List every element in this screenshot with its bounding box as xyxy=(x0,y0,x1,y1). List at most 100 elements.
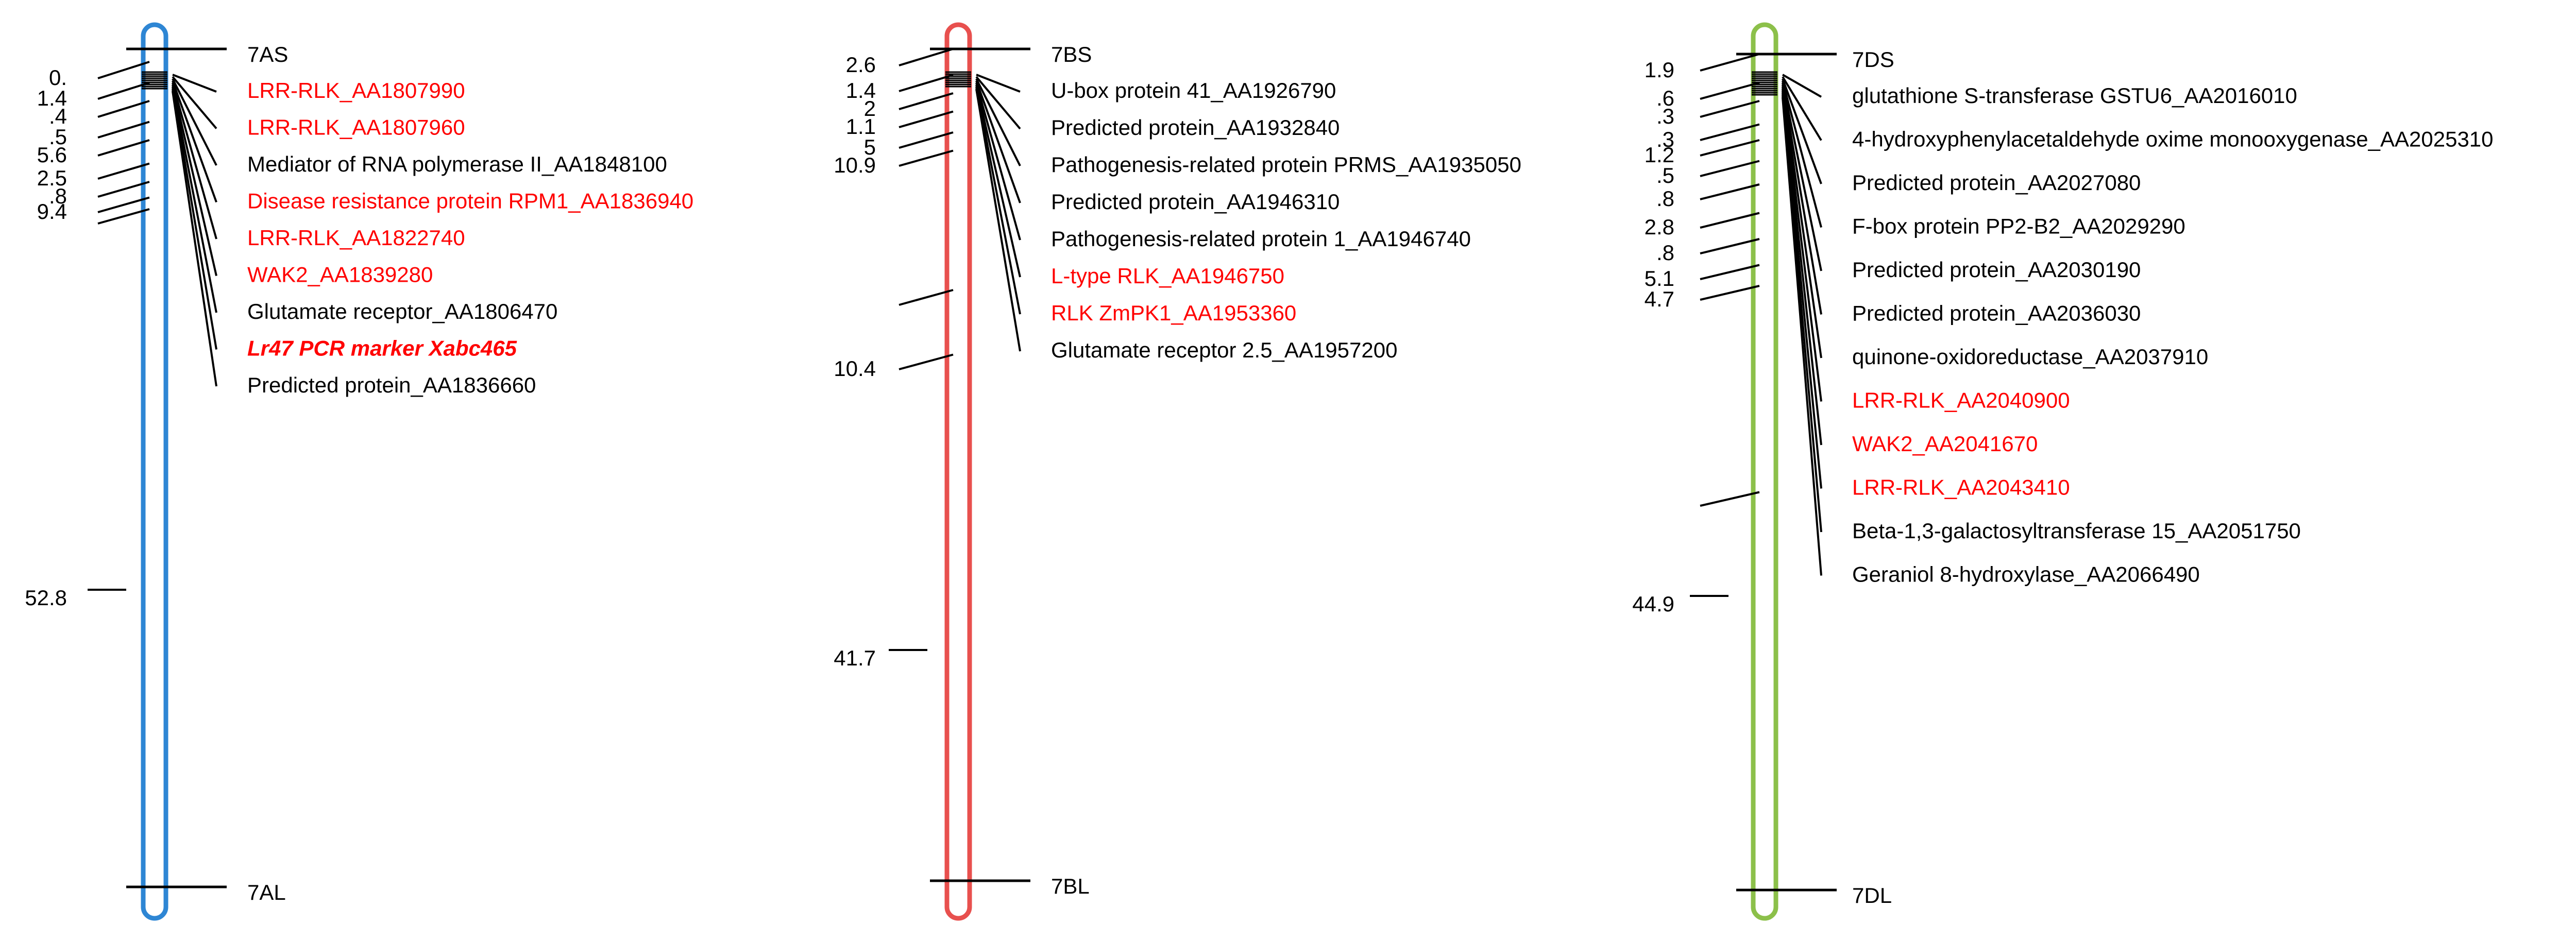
marker-7d-left-connector xyxy=(1700,123,1760,141)
marker-7d-distance: .6 xyxy=(1656,86,1674,110)
marker-7b-right-connector xyxy=(975,82,1021,241)
marker-7a-right-connector xyxy=(172,84,217,276)
marker-7b-distance: 1.1 xyxy=(846,114,876,139)
marker-7d-right-connector xyxy=(1782,74,1822,98)
marker-7d-name: Beta-1,3-galactosyltransferase 15_AA2051… xyxy=(1852,519,2301,543)
marker-7a-name: Glutamate receptor_AA1806470 xyxy=(247,299,557,323)
marker-7d-distance: .3 xyxy=(1656,127,1674,151)
marker-7a-left-connector xyxy=(97,121,150,139)
marker-7a-right-connector xyxy=(172,80,217,203)
marker-7b-distance: 1.4 xyxy=(846,78,876,102)
marker-7b-name: U-box protein 41_AA1926790 xyxy=(1051,78,1336,102)
marker-7a-distance: 9.4 xyxy=(37,199,67,224)
marker-7d-right-connector xyxy=(1782,97,1822,576)
marker-7a-distance: 5.6 xyxy=(37,143,67,167)
marker-7d-name: Predicted protein_AA2027080 xyxy=(1852,170,2141,195)
marker-7d-left-connector xyxy=(1700,139,1760,157)
marker-7d-distance: 2.8 xyxy=(1645,215,1674,239)
marker-7d-right-connector xyxy=(1782,82,1822,271)
marker-7a-left-connector xyxy=(97,162,150,180)
marker-7b-left-connector xyxy=(899,48,954,66)
marker-7d-right-connector xyxy=(1782,87,1822,358)
marker-7b-name: Predicted protein_AA1946310 xyxy=(1051,190,1340,214)
marker-7b-name: Predicted protein_AA1932840 xyxy=(1051,115,1340,140)
marker-7d-distance: .5 xyxy=(1656,163,1674,187)
marker-7a-name: Lr47 PCR marker Xabc465 xyxy=(247,336,517,361)
chromosome-7b-top-label: 7BS xyxy=(1051,42,1092,66)
chromosome-7a-top-label: 7AS xyxy=(247,42,288,66)
marker-7b-distance: 5 xyxy=(864,135,876,159)
marker-7a-right-connector xyxy=(172,78,217,166)
marker-7a-name: Disease resistance protein RPM1_AA183694… xyxy=(247,189,693,213)
marker-7a-distance: .4 xyxy=(49,104,67,128)
marker-7b-distance: 10.4 xyxy=(834,356,876,381)
marker-7d-left-connector xyxy=(1700,100,1760,118)
marker-7a-right-connector xyxy=(172,91,217,387)
marker-7a-name: LRR-RLK_AA1807990 xyxy=(247,78,465,102)
marker-7a-left-connector xyxy=(97,196,150,213)
marker-7b-left-connector xyxy=(899,149,954,167)
marker-7a-right-connector xyxy=(172,76,217,129)
marker-7b-left-connector xyxy=(899,353,954,370)
marker-7b-right-connector xyxy=(975,80,1021,203)
marker-7b-name: Glutamate receptor 2.5_AA1957200 xyxy=(1051,338,1397,362)
marker-7a-name: WAK2_AA1839280 xyxy=(247,263,433,287)
chromosome-7d-top-label: 7DS xyxy=(1852,47,1894,72)
marker-7d-name: LRR-RLK_AA2043410 xyxy=(1852,475,2070,500)
marker-7b-distance: 2 xyxy=(864,96,876,121)
marker-7d-distance: 1.2 xyxy=(1645,143,1674,167)
marker-7a-name-part: Lr47 xyxy=(247,336,294,361)
marker-7a-distance: 2.5 xyxy=(37,166,67,190)
marker-7d-name: quinone-oxidoreductase_AA2037910 xyxy=(1852,345,2208,369)
marker-7d-left-connector xyxy=(1700,212,1760,229)
marker-7d-right-connector xyxy=(1782,84,1822,315)
marker-7a-left-connector xyxy=(97,139,150,157)
marker-7b-left-connector xyxy=(899,289,954,306)
chromosome-7d-bottom-label: 7DL xyxy=(1852,883,1892,908)
marker-7b-right-connector xyxy=(975,89,1021,352)
marker-7a-left-connector xyxy=(97,181,150,198)
chromosome-7a-bottom-label: 7AL xyxy=(247,880,286,904)
marker-7b-distance: 2.6 xyxy=(846,53,876,77)
marker-7d-name: Predicted protein_AA2036030 xyxy=(1852,301,2141,326)
marker-7d-right-connector xyxy=(1782,80,1822,228)
marker-7d-distance: 1.9 xyxy=(1645,58,1674,82)
marker-7b-right-connector xyxy=(975,76,1021,130)
marker-7d-left-connector xyxy=(1700,491,1760,507)
marker-7a-distance: .8 xyxy=(49,184,67,208)
marker-7a-name-part: Xabc465 xyxy=(428,336,517,361)
marker-7a-left-connector xyxy=(97,61,150,79)
marker-7d-left-connector xyxy=(1700,160,1760,177)
marker-7b-left-connector xyxy=(899,92,954,110)
chromosome-7b-bottom-label: 7BL xyxy=(1051,874,1090,898)
marker-7b-right-connector xyxy=(975,78,1021,166)
marker-7b-left-connector xyxy=(899,74,954,92)
marker-7a-right-connector xyxy=(172,89,217,350)
chromosome-7b-body xyxy=(944,22,972,921)
marker-7d-distance: 5.1 xyxy=(1645,266,1674,290)
marker-7a-name-part: PCR marker xyxy=(293,336,429,361)
marker-7d-name: Predicted protein_AA2030190 xyxy=(1852,258,2141,282)
chromosome-7b-lower-distance: 41.7 xyxy=(834,646,876,670)
marker-7d-name: 4-hydroxyphenylacetaldehyde oxime monoox… xyxy=(1852,127,2494,151)
marker-7d-distance: .8 xyxy=(1656,186,1674,211)
chromosome-7a-lower-distance: 52.8 xyxy=(25,586,67,610)
marker-7a-right-connector xyxy=(172,74,217,93)
marker-7d-name: Geraniol 8-hydroxylase_AA2066490 xyxy=(1852,562,2200,587)
marker-7d-name: WAK2_AA2041670 xyxy=(1852,432,2038,456)
marker-7a-name: Predicted protein_AA1836660 xyxy=(247,373,536,397)
marker-7a-left-connector xyxy=(97,100,150,118)
marker-7b-name: L-type RLK_AA1946750 xyxy=(1051,264,1284,288)
marker-7d-left-connector xyxy=(1700,183,1760,200)
marker-7b-left-connector xyxy=(899,110,954,128)
marker-7d-left-connector xyxy=(1700,53,1760,72)
marker-7d-distance: .3 xyxy=(1656,104,1674,128)
marker-7d-name: LRR-RLK_AA2040900 xyxy=(1852,388,2070,413)
marker-7b-left-connector xyxy=(899,131,954,149)
marker-7d-right-connector xyxy=(1782,78,1822,184)
marker-7b-right-connector xyxy=(975,87,1021,315)
marker-7d-distance: 4.7 xyxy=(1645,287,1674,311)
marker-7a-left-connector xyxy=(97,81,150,100)
